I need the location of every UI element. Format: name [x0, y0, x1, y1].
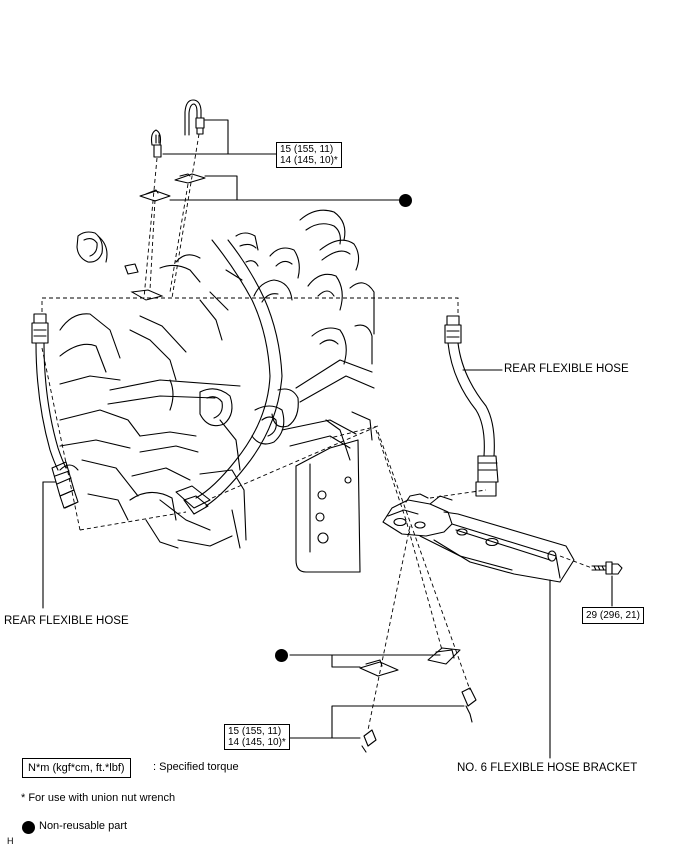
- torque-leader-bottom: [331, 705, 465, 739]
- no6-flexible-hose-bracket: [382, 493, 575, 583]
- bolt: [591, 561, 623, 575]
- label-rear-flexible-hose-right: REAR FLEXIBLE HOSE: [504, 363, 629, 375]
- legend-union-nut-note: * For use with union nut wrench: [21, 792, 176, 804]
- clip-leader-bottom: [289, 654, 361, 668]
- torque-bottom-line1: 15 (155, 11): [228, 726, 282, 737]
- joint-detail: [130, 289, 164, 301]
- rear-flexible-hose-left: [31, 313, 79, 509]
- torque-leader-top: [204, 119, 279, 155]
- torque-top-line1: 15 (155, 11): [280, 144, 334, 155]
- non-reusable-dot-top: [399, 194, 412, 207]
- legend-non-reusable-dot: [22, 821, 35, 834]
- legend-non-reusable: Non-reusable part: [39, 820, 128, 832]
- label-no6-flexible-hose-bracket: NO. 6 FLEXIBLE HOSE BRACKET: [457, 762, 638, 774]
- legend-unit-box: N*m (kgf*cm, ft.*lbf): [22, 758, 131, 778]
- chassis-sketch: [59, 209, 375, 573]
- legend-unit-desc: : Specified torque: [153, 761, 239, 773]
- corner-mark: H: [7, 836, 14, 846]
- torque-box-top: 15 (155, 11) 14 (145, 10)*: [276, 142, 342, 168]
- clip-top: [139, 173, 206, 202]
- torque-bottom-line2: 14 (145, 10)*: [228, 737, 286, 748]
- torque-box-bolt: 29 (296, 21): [582, 607, 644, 624]
- brake-tube-main: [175, 239, 283, 515]
- torque-bolt-line1: 29 (296, 21): [586, 610, 640, 621]
- clip-leader-top: [204, 175, 405, 201]
- torque-top-line2: 14 (145, 10)*: [280, 155, 338, 166]
- clip-bottom: [359, 647, 461, 677]
- brake-tube-top: [150, 99, 205, 158]
- label-rear-flexible-hose-left: REAR FLEXIBLE HOSE: [4, 615, 129, 627]
- brake-tube-bottom: [361, 687, 477, 753]
- torque-box-bottom: 15 (155, 11) 14 (145, 10)*: [224, 724, 290, 750]
- dashed-guides: [41, 133, 593, 731]
- rear-flexible-hose-right: [444, 315, 499, 497]
- non-reusable-dot-bottom: [275, 649, 288, 662]
